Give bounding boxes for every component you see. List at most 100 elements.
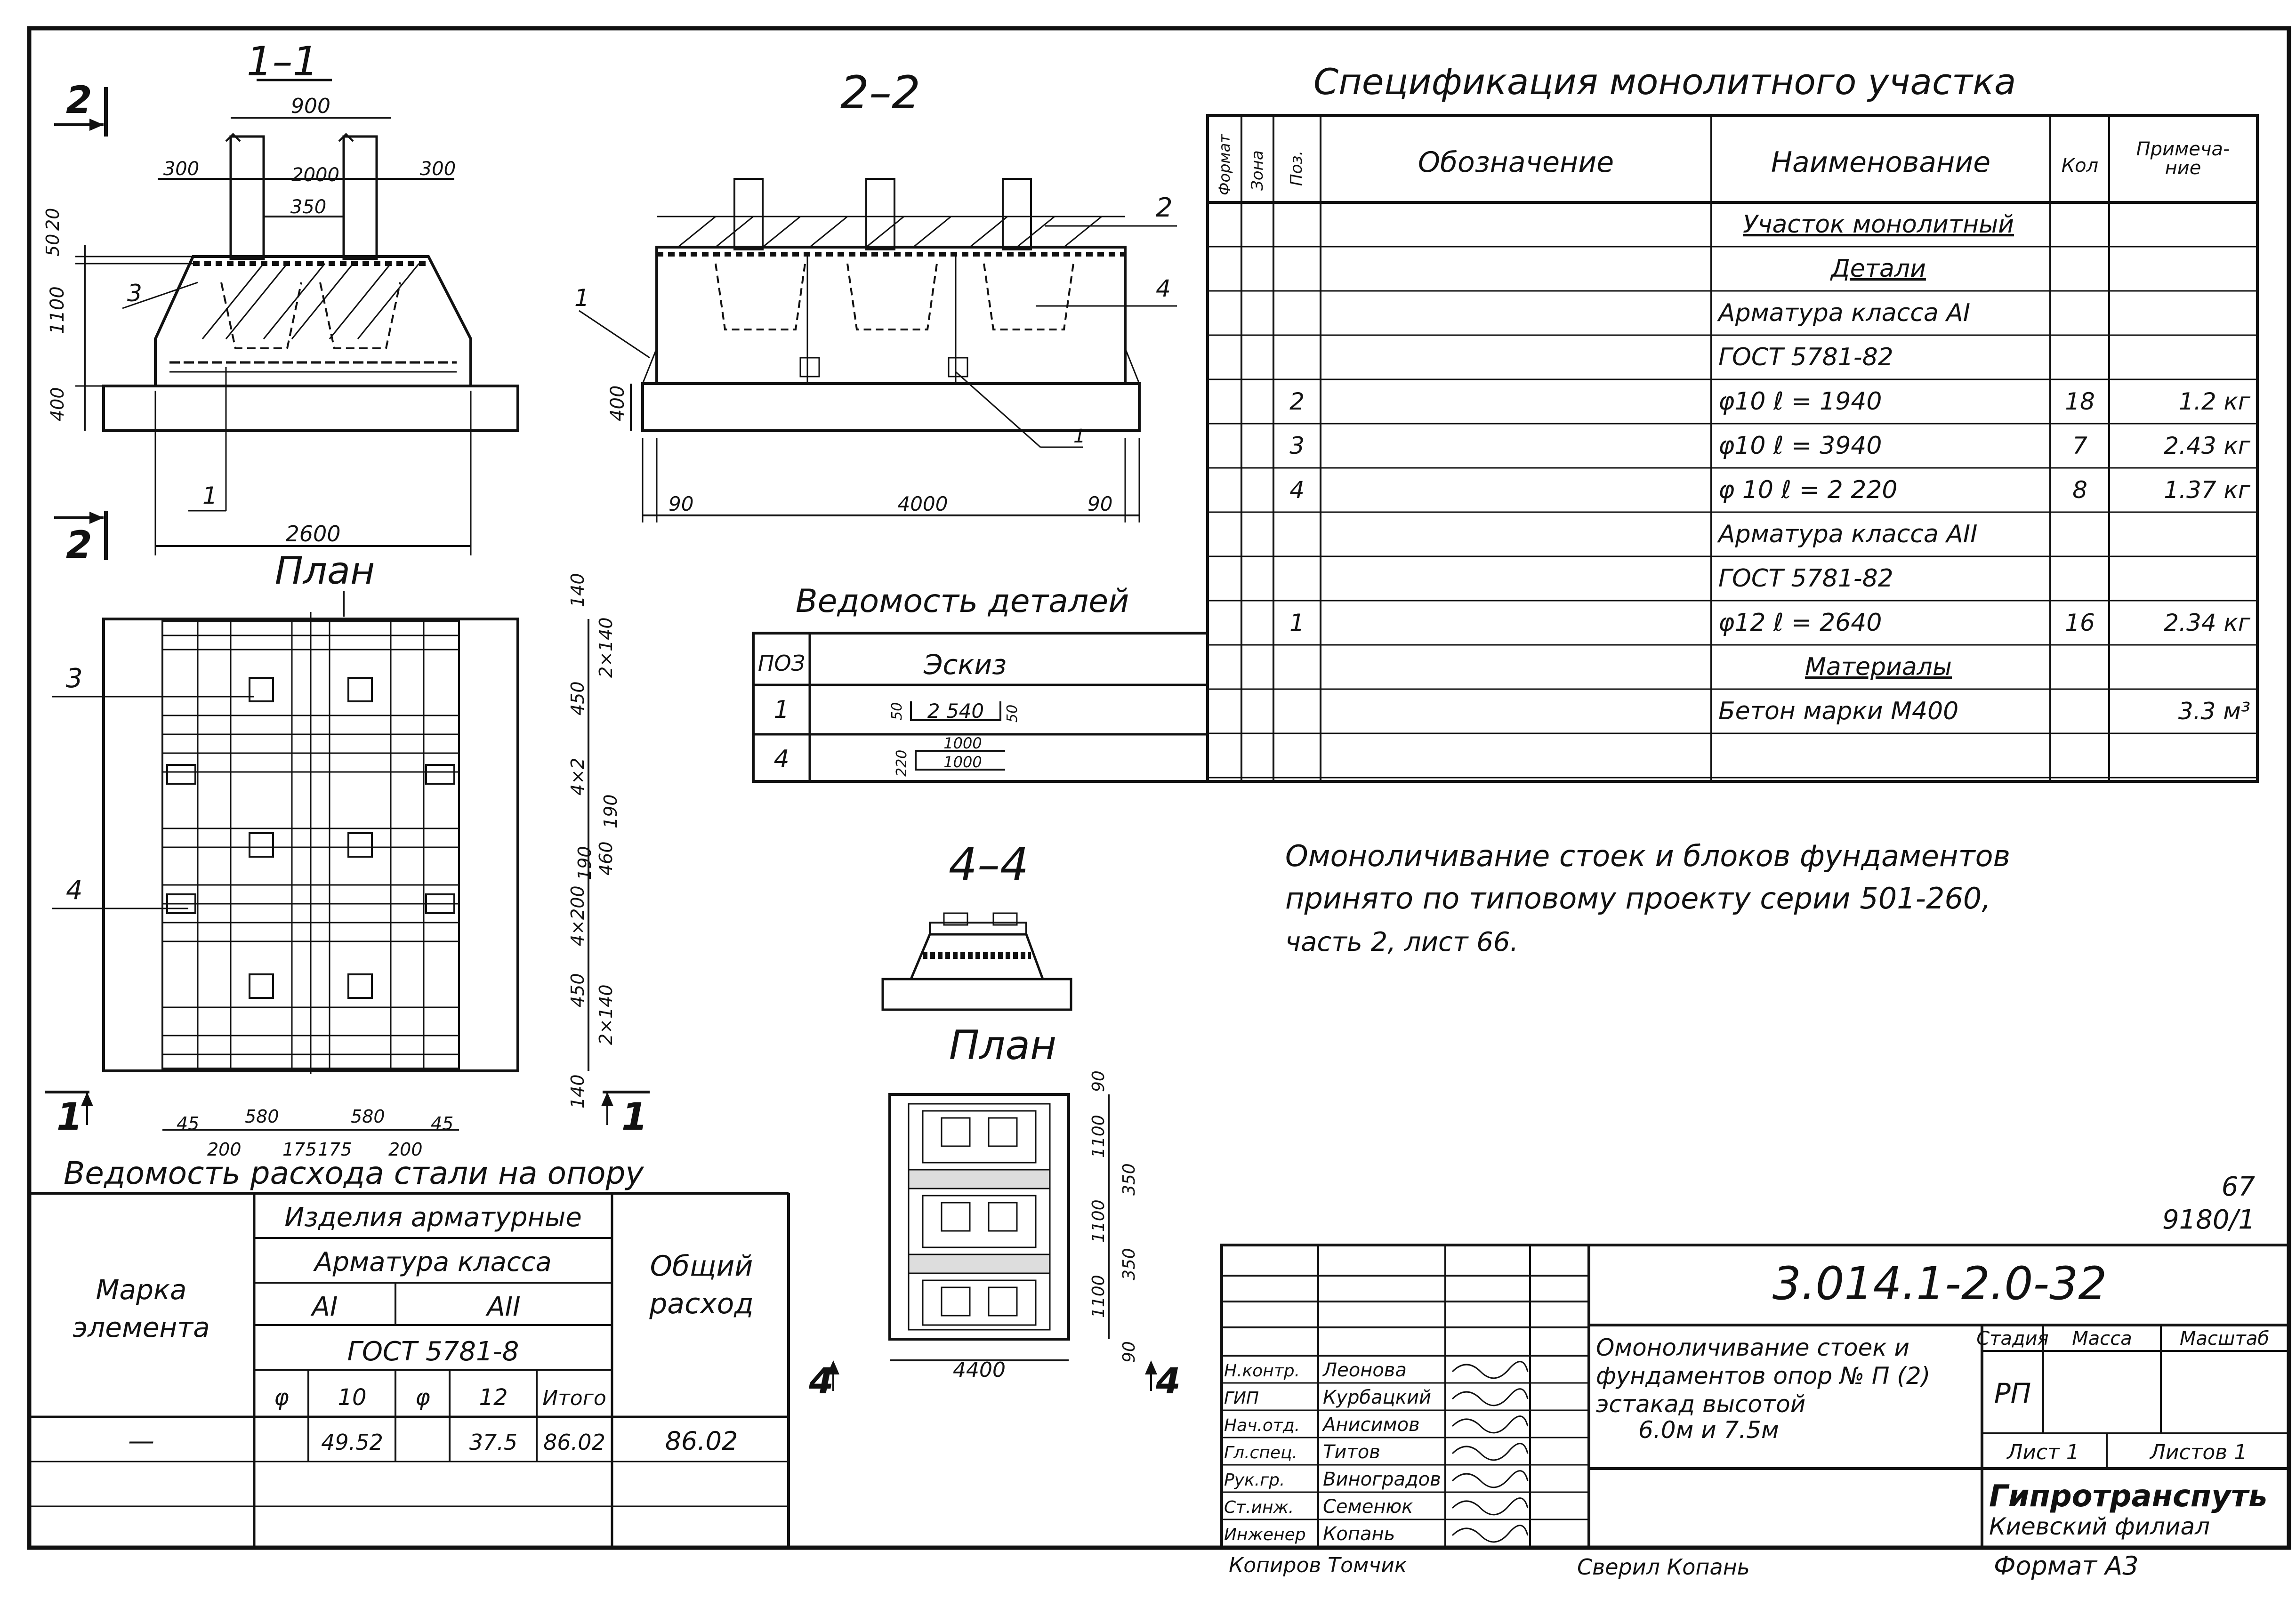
steel-h-aii: AII: [485, 1292, 520, 1322]
s44-dim-1100-a: 1100: [1089, 1115, 1108, 1158]
title-org-2: Киевский филиал: [1989, 1513, 2210, 1540]
s44-dim-1100-b: 1100: [1089, 1199, 1108, 1243]
tb-role: Нач.отд.: [1224, 1416, 1300, 1435]
tb-signature: [1451, 1470, 1529, 1488]
section-2-2-dim-400: 400: [607, 386, 628, 421]
pos-1-label: 1: [202, 482, 218, 509]
steel-h-mark-2: элемента: [73, 1311, 209, 1343]
details-row1-pos: 1: [773, 696, 789, 724]
details-row1-sketch: 2 540: [927, 699, 984, 723]
tb-role: Ст.инж.: [1224, 1498, 1294, 1517]
steel-row-mark: —: [128, 1426, 154, 1456]
spec-row-name: Материалы: [1805, 653, 1952, 681]
plan-dim-190-a: 190: [600, 794, 621, 828]
tb-signature: [1451, 1497, 1529, 1516]
title-org-1: Гипротранспуть: [1989, 1479, 2267, 1514]
title-format: Формат А3: [1994, 1551, 2139, 1581]
title-checked: Сверил Копань: [1577, 1554, 1750, 1580]
title-desc-3: эстакад высотой: [1596, 1390, 1805, 1418]
section-2-2-dim-90-right: 90: [1088, 492, 1112, 515]
tb-role: Инженер: [1224, 1525, 1306, 1544]
section-2-2-dim-4000: 4000: [898, 492, 948, 515]
section-2-2-pos-2: 2: [1156, 193, 1173, 223]
spec-row-note: 2.43 кг: [2164, 432, 2250, 459]
spec-row-name: Арматура класса AII: [1717, 520, 1977, 548]
steel-h-10: 10: [338, 1384, 366, 1411]
dim-2000: 2000: [291, 164, 339, 186]
section-4-4: 4–4 План 90 1100 350 1100 350 1100 90: [808, 838, 1181, 1402]
spec-row-qty: 18: [2065, 388, 2095, 415]
plan-dim-4x2: 4×2: [567, 758, 588, 795]
tb-role: Рук.гр.: [1224, 1470, 1285, 1490]
details-col-pos: ПОЗ: [758, 651, 805, 676]
details-row1-b: 50: [1004, 705, 1021, 723]
spec-row-pos: 4: [1289, 476, 1305, 504]
title-desc-4: 6.0м и 7.5м: [1638, 1416, 1779, 1444]
section-4-4-plan-title: План: [949, 1022, 1057, 1069]
steel-title: Ведомость расхода стали на опору: [64, 1155, 644, 1191]
title-desc-1: Омоноличивание стоек и: [1596, 1334, 1909, 1361]
title-h-mass: Масса: [2072, 1328, 2132, 1350]
tb-name: Семенюк: [1323, 1496, 1413, 1518]
tb-name: Виноградов: [1323, 1469, 1441, 1490]
section-2-2-title: 2–2: [840, 66, 920, 119]
spec-h-note-2: ние: [2165, 157, 2201, 179]
details-row2-top: 1000: [943, 734, 982, 752]
title-stage: РП: [1994, 1377, 2031, 1409]
plan-view: План 3 4: [45, 549, 650, 1160]
tb-name: Курбацкий: [1323, 1387, 1431, 1408]
s44-dim-350-b: 350: [1120, 1248, 1139, 1280]
cut-mark-2-top: 2: [66, 78, 92, 122]
plan-dim-140-top: 140: [567, 573, 588, 607]
details-col-sketch: Эскиз: [923, 649, 1007, 681]
steel-row-itogo: 86.02: [543, 1430, 605, 1455]
plan-title: План: [275, 549, 375, 593]
spec-row-name: ГОСТ 5781-82: [1718, 564, 1893, 593]
tb-role: Гл.спец.: [1224, 1443, 1297, 1462]
tb-signature: [1451, 1388, 1529, 1406]
steel-h-phi-2: φ: [415, 1384, 430, 1411]
tb-name: Копань: [1323, 1523, 1395, 1545]
note-line-2: принято по типовому проекту серии 501-26…: [1285, 881, 1991, 916]
details-table: Ведомость деталей ПОЗ Эскиз 1 4 2 540 50…: [752, 583, 1209, 783]
note-line-3: часть 2, лист 66.: [1285, 927, 1518, 957]
spec-h-note: Примеча-: [2136, 138, 2230, 160]
title-sheet-no: 67: [2222, 1172, 2256, 1202]
title-sheet: Лист 1: [2006, 1440, 2079, 1464]
specification-table: Спецификация монолитного участка Формат …: [1206, 61, 2259, 783]
spec-row-note: 1.2 кг: [2179, 388, 2251, 415]
spec-row-name: Участок монолитный: [1743, 210, 2014, 239]
cut-mark-4-left: 4: [808, 1360, 834, 1402]
dim-50: 50: [42, 234, 63, 257]
spec-h-zone: Зона: [1248, 150, 1267, 191]
spec-h-designation: Обозначение: [1418, 146, 1614, 179]
dim-900: 900: [291, 94, 330, 118]
steel-table: Ведомость расхода стали на опору Изделия…: [29, 1155, 790, 1548]
steel-h-12: 12: [479, 1384, 508, 1411]
section-1-1-title: 1–1: [247, 38, 318, 85]
plan-dim-450-top: 450: [567, 681, 588, 715]
tb-signature: [1451, 1415, 1529, 1434]
s44-dim-1100-c: 1100: [1089, 1275, 1108, 1318]
tb-signature: [1451, 1525, 1529, 1543]
plan-dim-140-bottom: 140: [567, 1074, 588, 1109]
spec-title: Спецификация монолитного участка: [1313, 61, 2016, 103]
title-code: 3.014.1-2.0-32: [1772, 1257, 2107, 1310]
plan-dim-175-right: 175: [318, 1139, 352, 1160]
title-copied: Копиров Томчик: [1229, 1553, 1407, 1577]
note-line-1: Омоноличивание стоек и блоков фундаменто…: [1285, 839, 2010, 873]
cut-mark-1-left: 1: [56, 1095, 83, 1139]
plan-dim-2x140-bottom: 2×140: [596, 984, 616, 1045]
s44-dim-4400: 4400: [953, 1358, 1006, 1382]
title-album: 9180/1: [2162, 1205, 2255, 1235]
plan-dim-2x140-top: 2×140: [596, 617, 616, 678]
plan-dim-190-b: 190: [574, 846, 595, 880]
details-row2-pos: 4: [773, 745, 789, 773]
plan-dim-200-right: 200: [388, 1139, 423, 1160]
section-2-2-pos-1-left: 1: [574, 284, 589, 312]
spec-row-name: Детали: [1830, 255, 1926, 283]
spec-row-note: 3.3 м³: [2178, 698, 2250, 725]
tb-name: Анисимов: [1321, 1414, 1420, 1436]
